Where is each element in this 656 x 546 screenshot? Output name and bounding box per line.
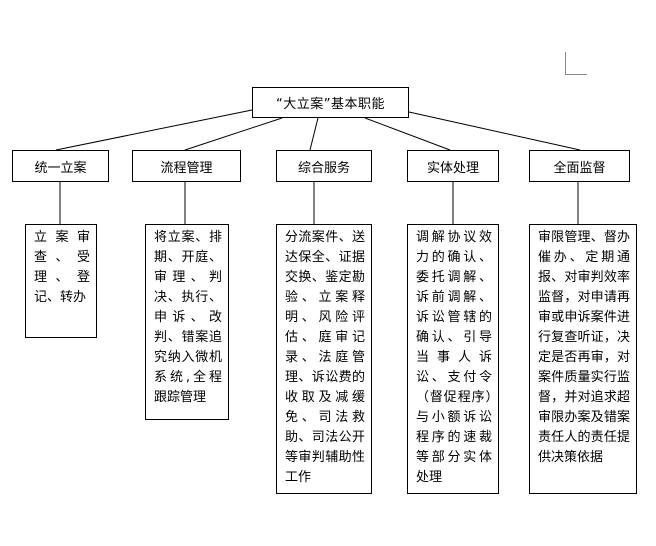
category-label: 实体处理 (426, 160, 479, 176)
description-node-process-management: 将立案、排期、开庭、审理、判决、执行、申诉、改判、错案追究纳入微机系统,全程跟踪… (145, 224, 229, 420)
category-node-comprehensive-services: 综合服务 (276, 150, 372, 182)
connector-root-cat3 (309, 117, 319, 151)
description-text: 分流案件、送达保全、证据交换、鉴定勘验、立案释明、风险评估、庭审记录、法庭管理、… (285, 230, 365, 485)
category-node-unified-filing: 统一立案 (12, 150, 109, 182)
category-label: 统一立案 (34, 160, 87, 176)
category-node-substantive-handling: 实体处理 (407, 150, 499, 182)
description-text: 调解协议效力的确认、委托调解、诉前调解、诉讼管辖的确认、引导当事人诉讼、支付令（… (416, 230, 492, 485)
connector-root-cat1 (55, 109, 253, 151)
page-corner-mark (565, 52, 587, 75)
category-label: 流程管理 (160, 160, 213, 176)
root-node-label: “大立案”基本职能 (276, 97, 385, 112)
category-label: 综合服务 (297, 160, 350, 176)
description-node-full-supervision: 审限管理、督办催办、定期通报、对审判效率监督，对申请再审或申诉案件进行复查听证，… (529, 224, 637, 494)
description-node-substantive-handling: 调解协议效力的确认、委托调解、诉前调解、诉讼管辖的确认、引导当事人诉讼、支付令（… (407, 224, 499, 494)
category-label: 全面监督 (553, 160, 606, 176)
category-node-process-management: 流程管理 (132, 150, 241, 182)
description-node-unified-filing: 立案审查、受理、登记、转办 (25, 224, 97, 338)
description-text: 立案审查、受理、登记、转办 (34, 230, 90, 305)
description-node-comprehensive-services: 分流案件、送达保全、证据交换、鉴定勘验、立案释明、风险评估、庭审记录、法庭管理、… (276, 224, 372, 494)
connector-root-cat5 (408, 111, 581, 151)
category-node-full-supervision: 全面监督 (529, 150, 630, 182)
root-node: “大立案”基本职能 (252, 87, 409, 118)
description-text: 将立案、排期、开庭、审理、判决、执行、申诉、改判、错案追究纳入微机系统,全程跟踪… (154, 230, 222, 405)
connector-root-cat4 (364, 117, 451, 151)
connector-root-cat2 (184, 117, 283, 151)
description-text: 审限管理、督办催办、定期通报、对审判效率监督，对申请再审或申诉案件进行复查听证，… (538, 230, 630, 465)
